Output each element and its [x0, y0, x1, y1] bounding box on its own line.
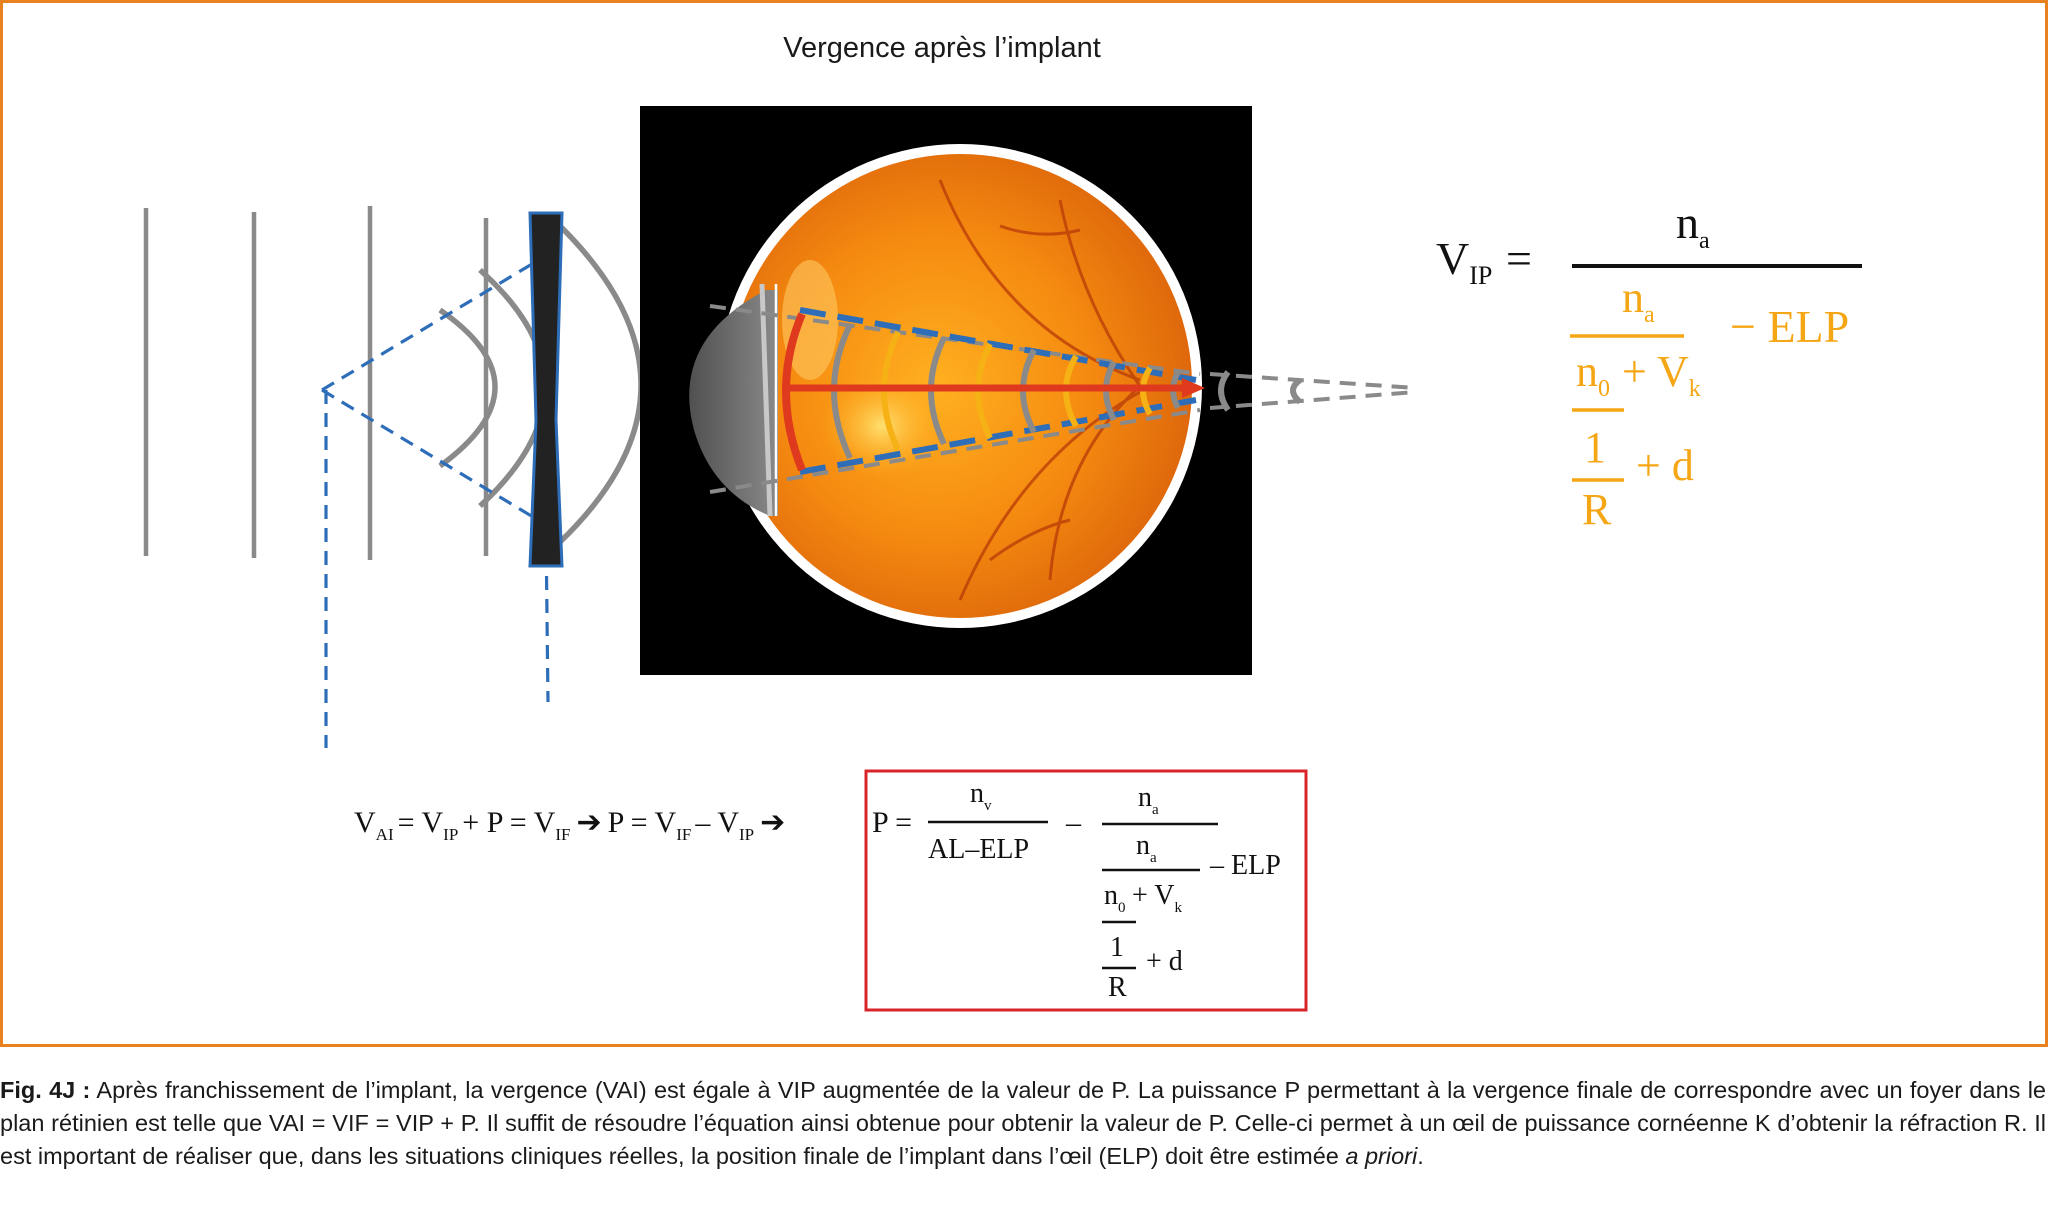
svg-text:na: na — [1676, 197, 1710, 254]
equation-chain: VAI= VIP+ P = VIF➔P = VIF– VIP➔ — [354, 806, 785, 844]
svg-text:na: na — [1622, 273, 1655, 328]
svg-text:n0: n0 — [1104, 880, 1126, 916]
caption-text: Après franchissement de l’implant, la ve… — [0, 1077, 2046, 1169]
cornea — [689, 290, 778, 516]
svg-text:n0: n0 — [1576, 347, 1610, 402]
svg-text:–: – — [1065, 806, 1082, 839]
svg-text:+ Vk: + Vk — [1132, 880, 1183, 916]
implant-lens — [528, 211, 564, 568]
vip-formula: VIP = na na − ELP n0 + Vk 1 R + d — [1436, 197, 1862, 534]
plane-wavefronts — [143, 206, 489, 560]
diagram-title: Vergence après l’implant — [783, 32, 1101, 64]
svg-text:na: na — [1136, 830, 1157, 866]
caption-label: Fig. 4J : — [0, 1077, 91, 1103]
figure-caption: Fig. 4J : Après franchissement de l’impl… — [0, 1074, 2046, 1173]
caption-italic: a priori — [1345, 1143, 1418, 1169]
svg-text:R: R — [1582, 485, 1612, 534]
svg-text:1: 1 — [1584, 423, 1606, 472]
svg-text:=: = — [1506, 233, 1532, 284]
svg-text:P =: P = — [872, 806, 912, 839]
svg-text:− ELP: − ELP — [1730, 301, 1849, 352]
caption-end: . — [1417, 1143, 1424, 1169]
svg-text:VIP: VIP — [1436, 233, 1492, 290]
boxed-formula: P = nv AL–ELP – na na – ELP n0 + Vk 1 R … — [872, 778, 1281, 1003]
svg-text:+ Vk: + Vk — [1622, 347, 1701, 402]
blue-dashed-cone — [799, 307, 1197, 475]
boxed-formula-frame — [864, 769, 1308, 1012]
svg-text:R: R — [1108, 972, 1127, 1003]
dashed-blue-construction — [321, 256, 550, 748]
svg-text:+ d: + d — [1636, 441, 1694, 490]
svg-text:1: 1 — [1110, 932, 1124, 963]
svg-text:nv: nv — [970, 778, 992, 814]
svg-text:VAI= VIP+ P = VIF➔P = VIF– VIP: VAI= VIP+ P = VIF➔P = VIF– VIP➔ — [354, 806, 785, 844]
svg-text:– ELP: – ELP — [1209, 850, 1281, 881]
svg-text:+ d: + d — [1146, 946, 1183, 977]
svg-text:AL–ELP: AL–ELP — [928, 834, 1029, 865]
svg-text:na: na — [1138, 782, 1159, 818]
figure-frame — [0, 0, 2048, 1047]
red-ray — [782, 312, 1205, 472]
